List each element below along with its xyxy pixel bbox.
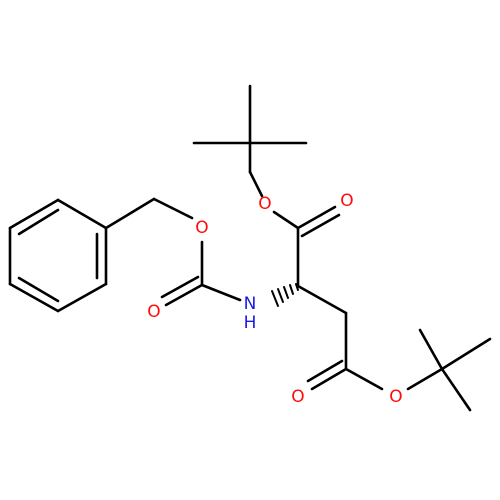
atom-oxygen-cbz-carbonyl: O [147,302,160,322]
tert-butyl-bottom [418,328,492,412]
bond [306,359,344,383]
atom-oxygen-carbonyl-bottom: O [291,387,304,407]
alpha-carbon [271,283,299,307]
bond [344,367,384,391]
bond [8,198,60,230]
carbonyl-bottom [306,359,348,391]
wedge-hash [283,286,289,299]
bond [160,275,200,299]
atom-nitrogen-hydrogen: H [244,313,257,333]
wedge-hash [271,290,279,307]
bond [56,198,108,230]
wedge-hash [277,288,284,303]
atom-labels: O O O O N H O O [147,191,402,407]
bond [152,197,194,220]
bond [8,282,60,313]
bond [440,367,472,412]
bond [300,213,341,238]
bond [296,284,348,315]
atom-nitrogen: N [244,294,257,314]
tert-butyl-top [192,84,308,174]
atom-oxygen-ester-bottom: O [389,387,402,407]
bond [418,328,444,371]
wedge-hash [289,284,294,295]
benzene-ring [8,198,108,313]
bond [17,276,60,303]
bond [164,283,204,307]
atom-oxygen-cbz-ether: O [195,218,208,238]
wedge-hash [295,283,299,291]
atom-oxygen-ester-top: O [258,194,271,214]
bond [17,208,60,236]
bond [296,205,337,230]
bond [56,282,108,313]
bond [440,337,492,371]
bond [272,210,300,230]
carbonyl-cbz [160,275,204,307]
bond [310,367,348,391]
carbonyl-top [296,205,341,238]
bond [248,170,264,198]
atom-oxygen-carbonyl-top: O [340,191,353,211]
bond [104,197,156,230]
bond [200,283,242,302]
bond [406,367,444,391]
